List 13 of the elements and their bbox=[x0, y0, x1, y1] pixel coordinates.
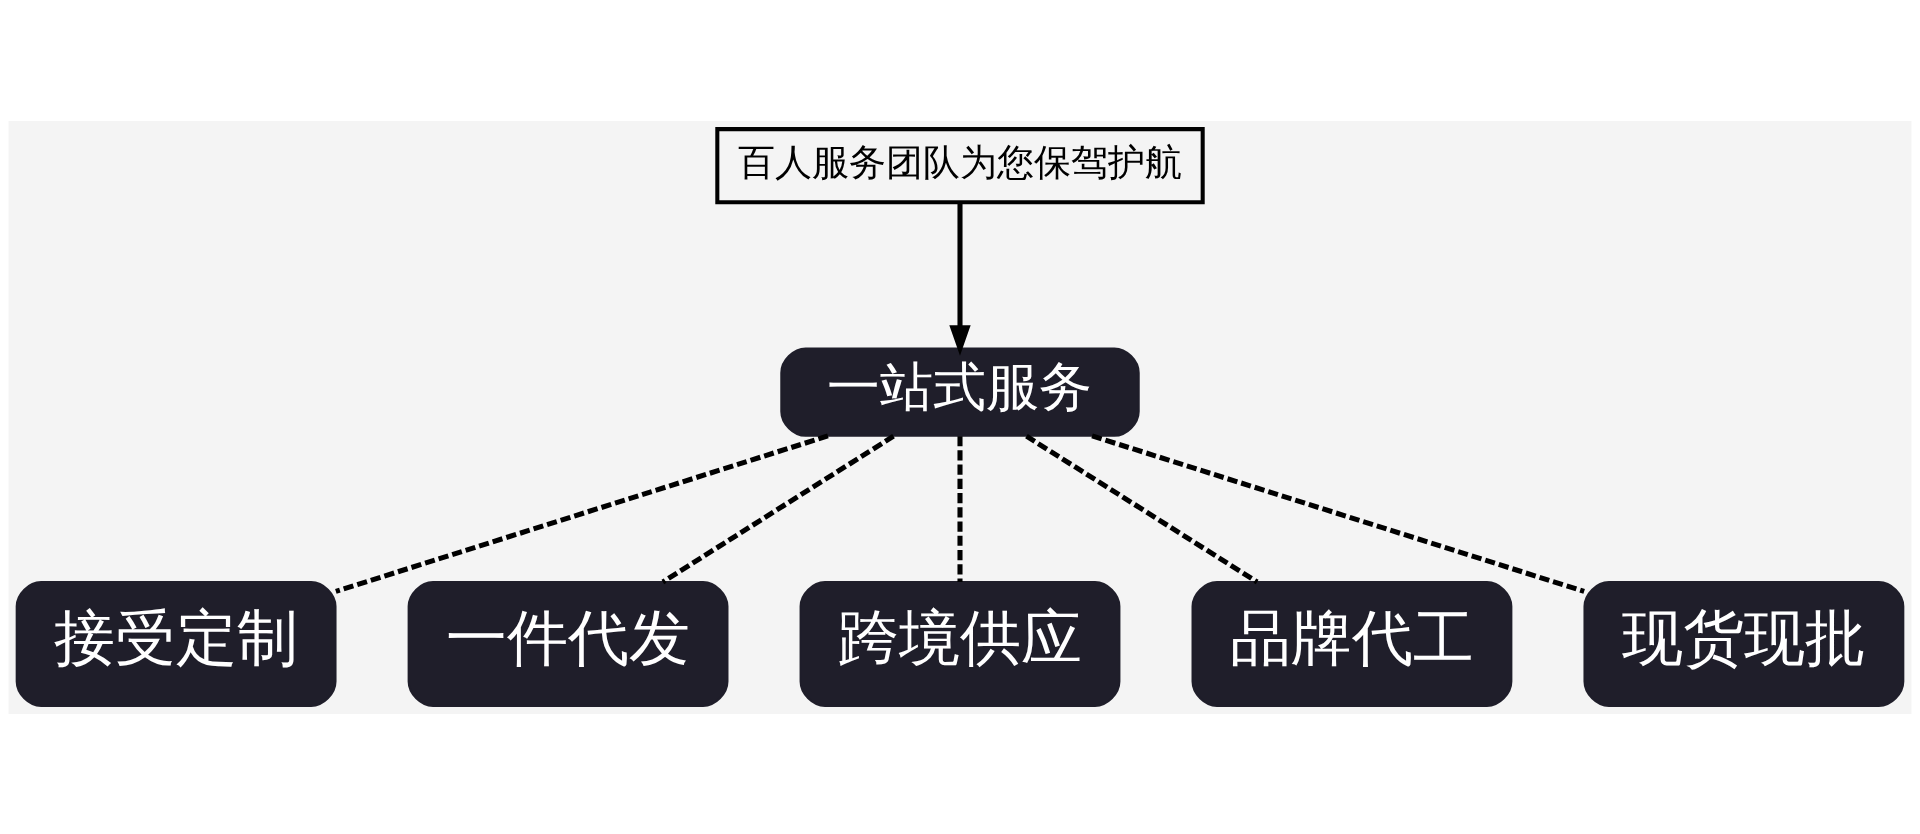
node-box: 现货现批 bbox=[1583, 580, 1905, 707]
arrow bbox=[949, 201, 971, 356]
connector bbox=[1025, 433, 1259, 584]
node-box: 一站式服务 bbox=[780, 346, 1140, 437]
connector bbox=[957, 435, 963, 582]
connector bbox=[1091, 432, 1585, 594]
node-box: 品牌代工 bbox=[1191, 580, 1513, 707]
connector bbox=[661, 433, 895, 584]
node-box: 一件代发 bbox=[407, 580, 729, 707]
connector bbox=[335, 432, 829, 594]
node-box: 跨境供应 bbox=[799, 580, 1121, 707]
node-box: 接受定制 bbox=[15, 580, 337, 707]
node-box: 百人服务团队为您保驾护航 bbox=[715, 126, 1205, 204]
